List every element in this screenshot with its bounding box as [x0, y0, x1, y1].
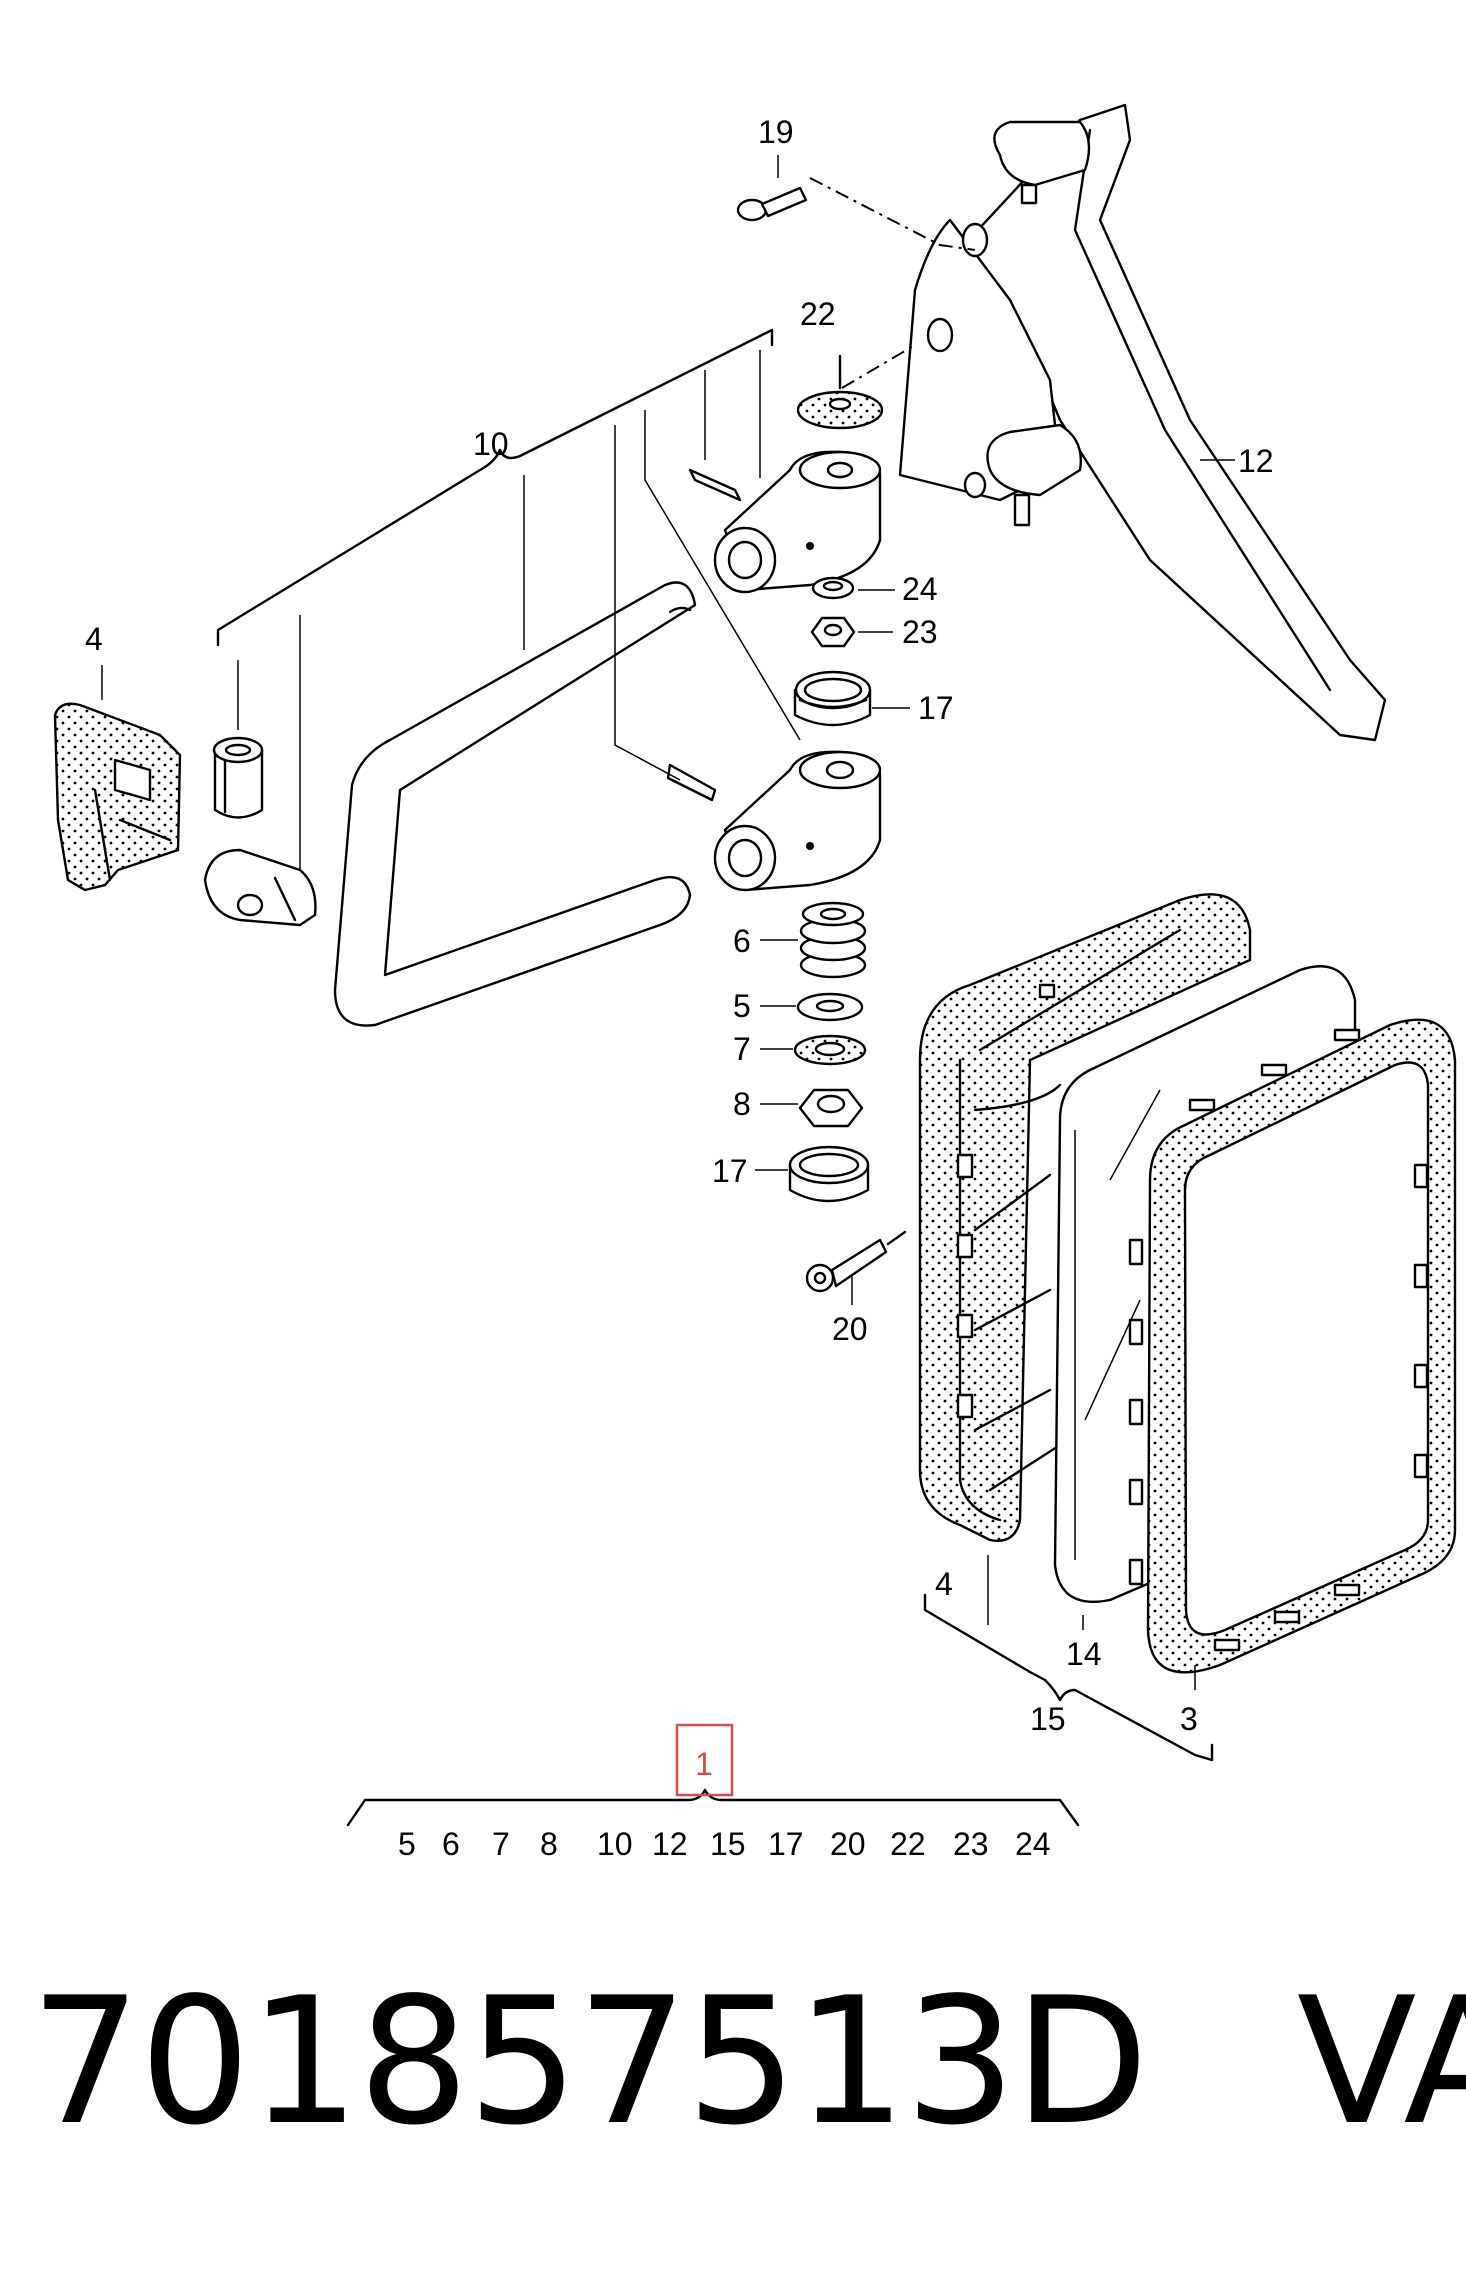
exploded-parts-diagram: 19 22 10 12 4 24 23 17 6 5 7 8 17 20 4 1… [53, 103, 1457, 1862]
leader-10d [614, 425, 681, 781]
callout-20: 20 [832, 1311, 868, 1347]
assembly-item: 8 [540, 1826, 558, 1862]
callout-3: 3 [1180, 1701, 1198, 1737]
assembly-selection-box [675, 1723, 734, 1797]
tube-sleeve [212, 736, 264, 819]
washer-7 [793, 1034, 867, 1066]
callout-23: 23 [902, 614, 938, 650]
tube-clamp [203, 848, 317, 927]
assembly-item: 15 [710, 1826, 746, 1862]
assembly-item: 7 [492, 1826, 510, 1862]
assembly-item: 12 [652, 1826, 688, 1862]
mirror-back-housing-4 [918, 893, 1252, 1542]
assembly-item: 22 [890, 1826, 926, 1862]
bolt-20 [805, 1230, 907, 1293]
callout-19: 19 [758, 114, 794, 150]
mirror-cap-4 [53, 702, 182, 892]
nut-23 [810, 616, 856, 648]
caption: 701857513DVAG [30, 1975, 1466, 2150]
leader-10e [644, 410, 801, 741]
callout-4-bottom: 4 [935, 1566, 953, 1602]
mirror-frame-ring-3 [1128, 1018, 1457, 1674]
assembly-item: 5 [398, 1826, 416, 1862]
callout-12: 12 [1238, 443, 1274, 479]
callout-7: 7 [733, 1031, 751, 1067]
washer-5 [796, 992, 864, 1022]
callout-17-bottom: 17 [712, 1153, 748, 1189]
assembly-item: 20 [830, 1826, 866, 1862]
upper-pivot-block [688, 450, 882, 594]
callout-4-top: 4 [85, 621, 103, 657]
part-number: 701857513D [30, 1961, 1149, 2164]
callout-6: 6 [733, 923, 751, 959]
callout-10: 10 [473, 426, 509, 462]
bushing-17-bottom [788, 1145, 870, 1203]
washer-24 [811, 576, 855, 600]
assembly-item: 24 [1015, 1826, 1051, 1862]
lower-pivot-block [666, 750, 882, 892]
bracket-10 [216, 328, 774, 647]
mirror-frame-tube-10 [333, 581, 697, 1027]
bushing-17-top [793, 670, 872, 727]
callout-22: 22 [800, 296, 836, 332]
callout-24: 24 [902, 571, 938, 607]
callout-14: 14 [1066, 1636, 1102, 1672]
assembly-label: 1 [695, 1746, 713, 1782]
callout-5: 5 [733, 988, 751, 1024]
spring-6 [799, 901, 867, 979]
assembly-item: 23 [953, 1826, 989, 1862]
assembly-item: 6 [442, 1826, 460, 1862]
washer-22 [796, 344, 916, 430]
callout-8: 8 [733, 1086, 751, 1122]
mirror-arm-bracket [898, 103, 1387, 742]
callout-17-top: 17 [918, 690, 954, 726]
brand-name: VAG [1296, 1961, 1466, 2164]
assembly-item: 10 [597, 1826, 633, 1862]
nut-8 [798, 1088, 864, 1128]
callout-15: 15 [1030, 1701, 1066, 1737]
bracket-15 [923, 1593, 1214, 1762]
screw-19 [736, 177, 976, 251]
assembly-item: 17 [768, 1826, 804, 1862]
